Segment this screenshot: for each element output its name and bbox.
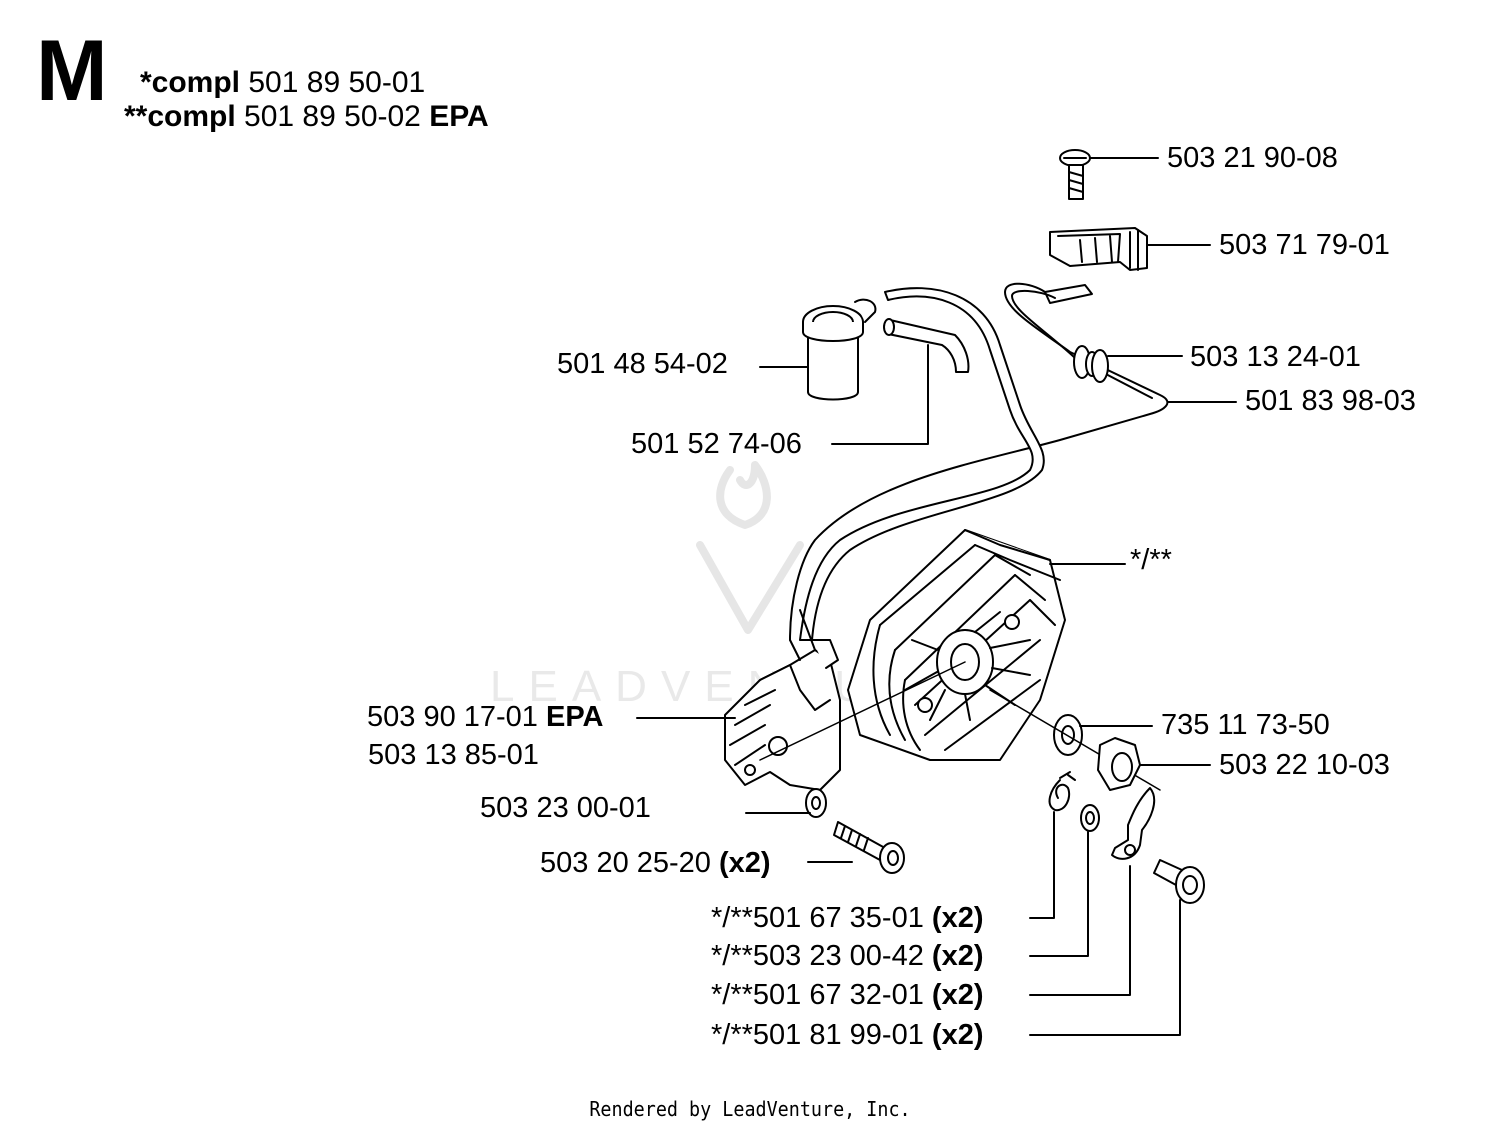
nut (1097, 737, 1141, 791)
label-washer-small-qty: (x2) (931, 940, 984, 972)
wire (789, 282, 1169, 641)
label-washer-small: */**503 23 00-42 (x2) (711, 942, 983, 971)
section-letter: M (36, 23, 108, 119)
label-ignition-epa-number: 503 90 17-01 (367, 701, 538, 733)
label-fuel-filter: 501 48 54-02 (557, 348, 728, 380)
header-compl-2: **compl 501 89 50-02 EPA (124, 102, 489, 132)
header-compl-2-number: 501 89 50-02 (244, 100, 421, 133)
label-fuel-hose: 501 52 74-06 (631, 428, 802, 460)
footer-credit: Rendered by LeadVenture, Inc. (589, 1097, 911, 1121)
label-screw-top: 503 21 90-08 (1167, 142, 1338, 174)
label-grommet: 503 13 24-01 (1190, 341, 1361, 373)
label-spring: */**501 67 35-01 (x2) (711, 904, 983, 933)
label-pawl-number: */**501 67 32-01 (711, 979, 924, 1011)
label-pawl-qty: (x2) (931, 979, 984, 1011)
pawl (1111, 787, 1156, 860)
label-ignition: 503 13 85-01 (368, 739, 539, 771)
label-switch: 503 71 79-01 (1219, 229, 1390, 261)
label-washer-flywheel: 735 11 73-50 (1161, 709, 1330, 741)
label-washer-ignition: 503 23 00-01 (480, 792, 651, 824)
label-pivot-bolt: */**501 81 99-01 (x2) (711, 1021, 983, 1050)
label-bolt-ignition-qty: (x2) (719, 847, 771, 879)
label-ignition-epa-suffix: EPA (546, 701, 604, 733)
label-ignition-epa: 503 90 17-01 EPA (367, 703, 603, 732)
label-flywheel: */** (1130, 544, 1172, 576)
label-pivot-bolt-number: */**501 81 99-01 (711, 1019, 924, 1051)
bolt-ignition (833, 821, 905, 874)
label-spring-number: */**501 67 35-01 (711, 902, 924, 934)
header-compl-1-number: 501 89 50-01 (248, 66, 426, 99)
screw-top (1059, 149, 1091, 200)
header-compl-2-prefix: **compl (124, 100, 236, 133)
fuel-filter (802, 298, 877, 401)
label-nut: 503 22 10-03 (1219, 749, 1390, 781)
label-washer-small-number: */**503 23 00-42 (711, 940, 924, 972)
header-compl-1-prefix: *compl (140, 66, 241, 99)
pivot-bolt (1153, 859, 1205, 904)
grommet (1073, 345, 1109, 383)
spring (1048, 771, 1076, 812)
ignition-module (724, 609, 841, 791)
label-bolt-ignition-number: 503 20 25-20 (540, 847, 711, 879)
washer-flywheel (1053, 714, 1083, 756)
header-compl-2-suffix: EPA (429, 100, 489, 133)
switch (1049, 227, 1148, 271)
label-wire: 501 83 98-03 (1245, 385, 1416, 417)
label-spring-qty: (x2) (931, 902, 984, 934)
washer-ignition (805, 788, 827, 818)
watermark-logo (696, 461, 804, 634)
washer-small (1080, 804, 1100, 832)
flywheel (847, 529, 1066, 761)
label-bolt-ignition: 503 20 25-20 (x2) (540, 849, 771, 878)
label-pivot-bolt-qty: (x2) (931, 1019, 984, 1051)
label-pawl: */**501 67 32-01 (x2) (711, 981, 983, 1010)
header-compl-1: *compl 501 89 50-01 (140, 68, 425, 98)
